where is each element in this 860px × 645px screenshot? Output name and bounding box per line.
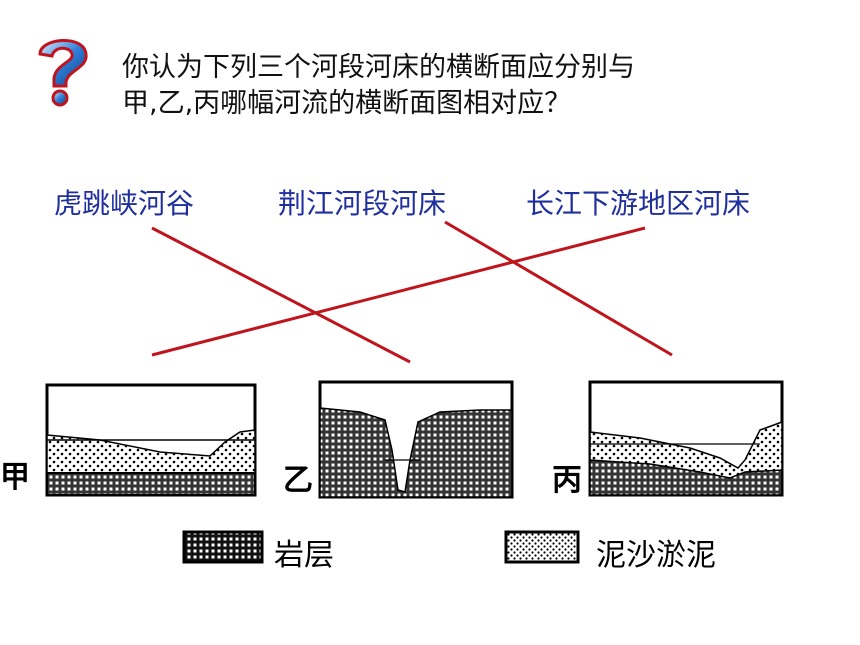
match-line-3: [151, 226, 646, 357]
question-mark-icon: [38, 39, 88, 107]
river-segment-label-lower-yangtze: 长江下游地区河床: [526, 187, 751, 220]
legend-rock-swatch: [182, 530, 264, 564]
section-jia: 甲: [0, 383, 257, 497]
question-line-1: 你认为下列三个河段河床的横断面应分别与: [122, 52, 635, 83]
section-label-bing: 丙: [552, 463, 582, 498]
river-segment-label-jingjiang: 荆江河段河床: [278, 187, 447, 220]
section-bing: 丙: [552, 380, 784, 498]
legend-swatches: [182, 530, 580, 564]
legend-silt-label: 泥沙淤泥: [596, 538, 716, 573]
cross-sections: 甲 乙 丙: [0, 380, 784, 499]
section-yi: 乙: [283, 380, 514, 499]
match-line-2: [444, 220, 673, 357]
river-segment-label-hutiaoxia: 虎跳峡河谷: [54, 187, 195, 220]
legend-rock-label: 岩层: [274, 538, 334, 573]
match-line-1: [151, 226, 411, 364]
section-label-jia: 甲: [0, 460, 30, 495]
question-text: 你认为下列三个河段河床的横断面应分别与 甲,乙,丙哪幅河流的横断面图相对应？: [122, 50, 822, 122]
section-label-yi: 乙: [283, 463, 313, 498]
question-line-2: 甲,乙,丙哪幅河流的横断面图相对应？: [122, 88, 572, 119]
legend-silt-swatch: [504, 530, 580, 564]
